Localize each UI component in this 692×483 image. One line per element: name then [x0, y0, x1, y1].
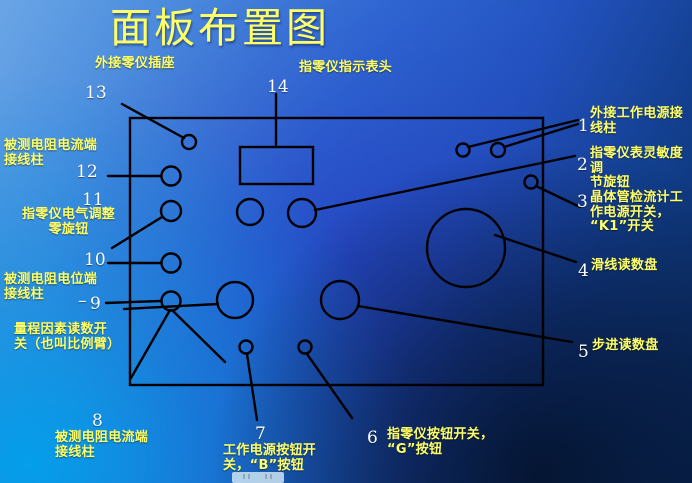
meter-head-rectangle: [238, 145, 315, 186]
zero-adjust-knob-11: [159, 199, 183, 223]
leader-9b: [122, 302, 220, 311]
callout-number-5: 5: [578, 342, 589, 362]
callout-number-2: 2: [577, 155, 588, 175]
page-title: 面板布置图: [110, 4, 330, 52]
leader-1b: [502, 122, 580, 149]
callout-label-2: 指零仪表灵敏度调 节旋钮: [590, 146, 684, 191]
galvanometer-button-g-6: [297, 339, 313, 355]
bottom-artifact-tick-4: [270, 474, 272, 479]
callout-number-13: 13: [85, 83, 107, 103]
callout-number-12: 12: [76, 162, 98, 182]
middle-knob-right: [286, 197, 318, 229]
power-button-b-7: [238, 339, 254, 355]
callout-label-6: 指零仪按钮开关， “G”按钮: [387, 427, 494, 457]
bottom-artifact-tick-2: [248, 474, 250, 479]
callout-label-7: 工作电源按钮开 关，“B”按钮: [223, 443, 317, 473]
middle-knob-left: [235, 197, 265, 227]
callout-label-12: 被测电阻电流端 接线柱: [4, 138, 98, 168]
callout-label-8: 被测电阻电流端 接线柱: [55, 430, 149, 460]
bottom-artifact-tick-3: [265, 474, 267, 479]
slide-wire-dial-4: [425, 207, 507, 289]
callout-number-1: 1: [578, 116, 589, 136]
k1-switch-3: [523, 174, 539, 190]
callout-number-3: 3: [577, 192, 588, 212]
socket-terminal-13: [180, 133, 198, 151]
lower-dial-right: [319, 279, 361, 321]
leader-5: [356, 304, 574, 344]
leader-11: [110, 215, 164, 250]
leader-13: [120, 102, 186, 140]
leader-8b: [170, 308, 227, 364]
callout-label-11: 指零仪电气调整 零旋钮: [22, 207, 116, 237]
callout-label-5: 步进读数盘: [592, 338, 659, 353]
callout-number-7: 7: [255, 424, 266, 444]
leader-9: [104, 299, 163, 305]
bottom-artifact-tick-1: [243, 474, 245, 479]
bottom-artifact: [232, 472, 284, 483]
callout-label-1: 外接工作电源接 线柱: [590, 106, 684, 136]
leader-3: [534, 184, 582, 209]
callout-label-9: 量程因素读数开 关（也叫比例臂）: [14, 322, 121, 352]
leader-1: [466, 118, 580, 149]
callout-label-10: 被测电阻电位端 接线柱: [4, 272, 98, 302]
callout-number-6: 6: [367, 428, 378, 448]
callout-label-3: 晶体管检流计工 作电源开关， “K1”开关: [590, 190, 684, 235]
callout-label-13: 外接零仪插座: [95, 56, 175, 71]
callout-number-4: 4: [578, 261, 589, 281]
leader-7: [245, 352, 259, 422]
leader-4: [493, 233, 578, 264]
leader-2: [313, 154, 577, 212]
callout-number-10: 10: [84, 250, 106, 270]
callout-dash-9: –: [78, 291, 87, 311]
leader-8: [129, 308, 172, 380]
external-power-terminal-1: [455, 142, 471, 158]
callout-label-4: 滑线读数盘: [591, 258, 658, 273]
panel-outline: [128, 116, 545, 387]
callout-number-9: 9: [90, 294, 101, 314]
step-reading-dial-5: [215, 280, 255, 320]
callout-number-14: 14: [267, 77, 289, 97]
callout-number-11: 11: [82, 190, 104, 210]
leader-6: [305, 352, 354, 420]
callout-label-14: 指零仪指示表头: [299, 60, 393, 75]
current-terminal-12: [160, 165, 182, 187]
external-power-terminal-1b: [489, 141, 507, 159]
callout-number-8: 8: [92, 411, 103, 431]
potential-terminal-10: [160, 252, 182, 274]
